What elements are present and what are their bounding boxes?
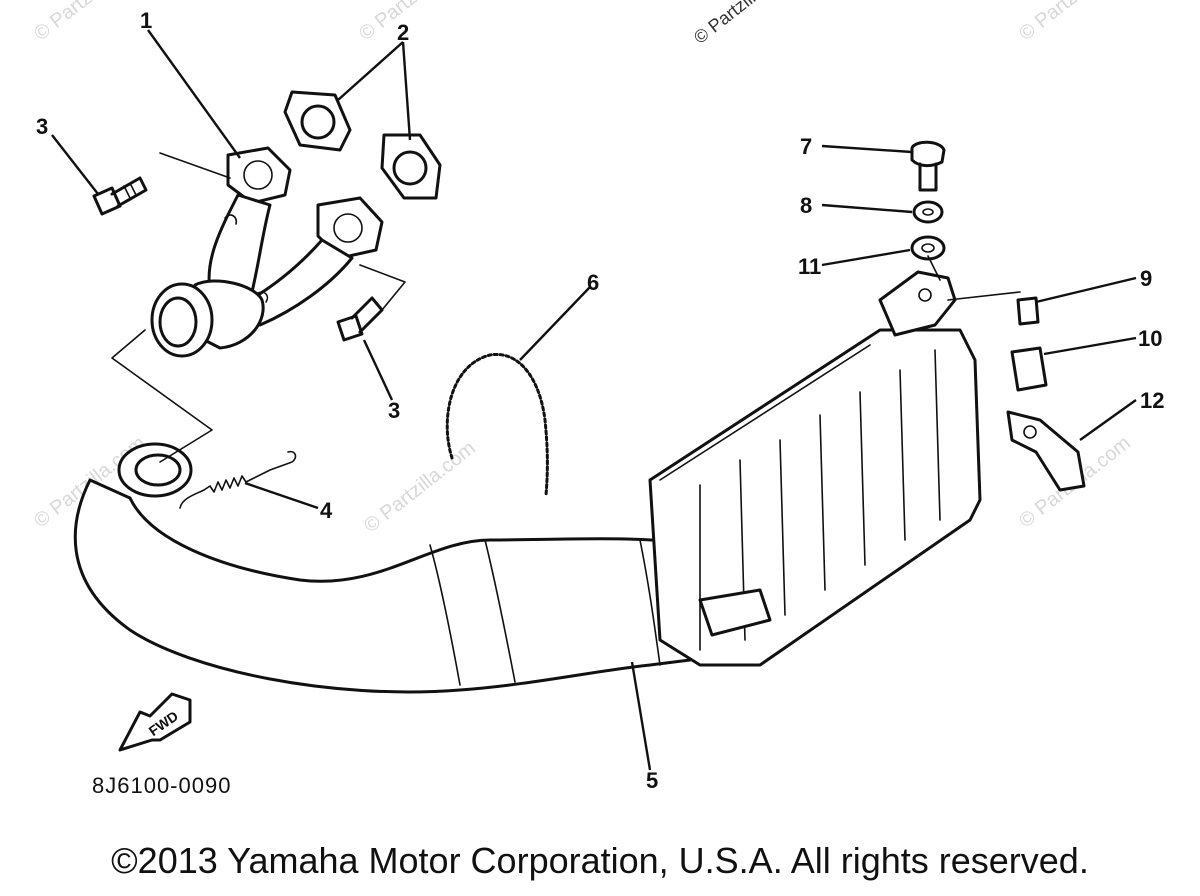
fwd-arrow-icon: FWD	[118, 692, 192, 752]
callouts: 1 2 3 3 4 5 6 7 8 9 10 11 12	[36, 8, 1164, 793]
part-code: 8J6100-0090	[92, 773, 232, 798]
callout-4: 4	[320, 498, 333, 523]
exhaust-manifold	[150, 146, 384, 358]
bolt	[910, 140, 946, 192]
gasket	[283, 90, 352, 152]
damper	[1010, 346, 1048, 392]
spring	[179, 450, 297, 509]
exhaust-pipe-muffler	[73, 270, 982, 694]
washer	[912, 200, 944, 224]
callout-6: 6	[587, 270, 599, 295]
callout-5: 5	[646, 768, 658, 793]
callout-10: 10	[1138, 326, 1162, 351]
callout-8: 8	[800, 193, 812, 218]
callout-7: 7	[800, 134, 812, 159]
callout-1: 1	[140, 8, 152, 33]
callout-2: 2	[397, 20, 409, 45]
bolt	[336, 296, 384, 342]
callout-3: 3	[36, 114, 48, 139]
damper	[1016, 296, 1040, 326]
callout-3: 3	[388, 398, 400, 423]
copyright-notice: ©2013 Yamaha Motor Corporation, U.S.A. A…	[111, 840, 1089, 881]
assembly-lines	[111, 152, 1021, 463]
callout-11: 11	[798, 254, 821, 279]
callout-9: 9	[1140, 266, 1152, 291]
heat-cord	[445, 352, 549, 497]
callout-12: 12	[1140, 388, 1164, 413]
washer	[910, 235, 946, 261]
gasket	[380, 133, 442, 200]
bolt	[92, 176, 148, 216]
leader-lines	[51, 29, 1137, 771]
bracket	[1006, 410, 1086, 492]
